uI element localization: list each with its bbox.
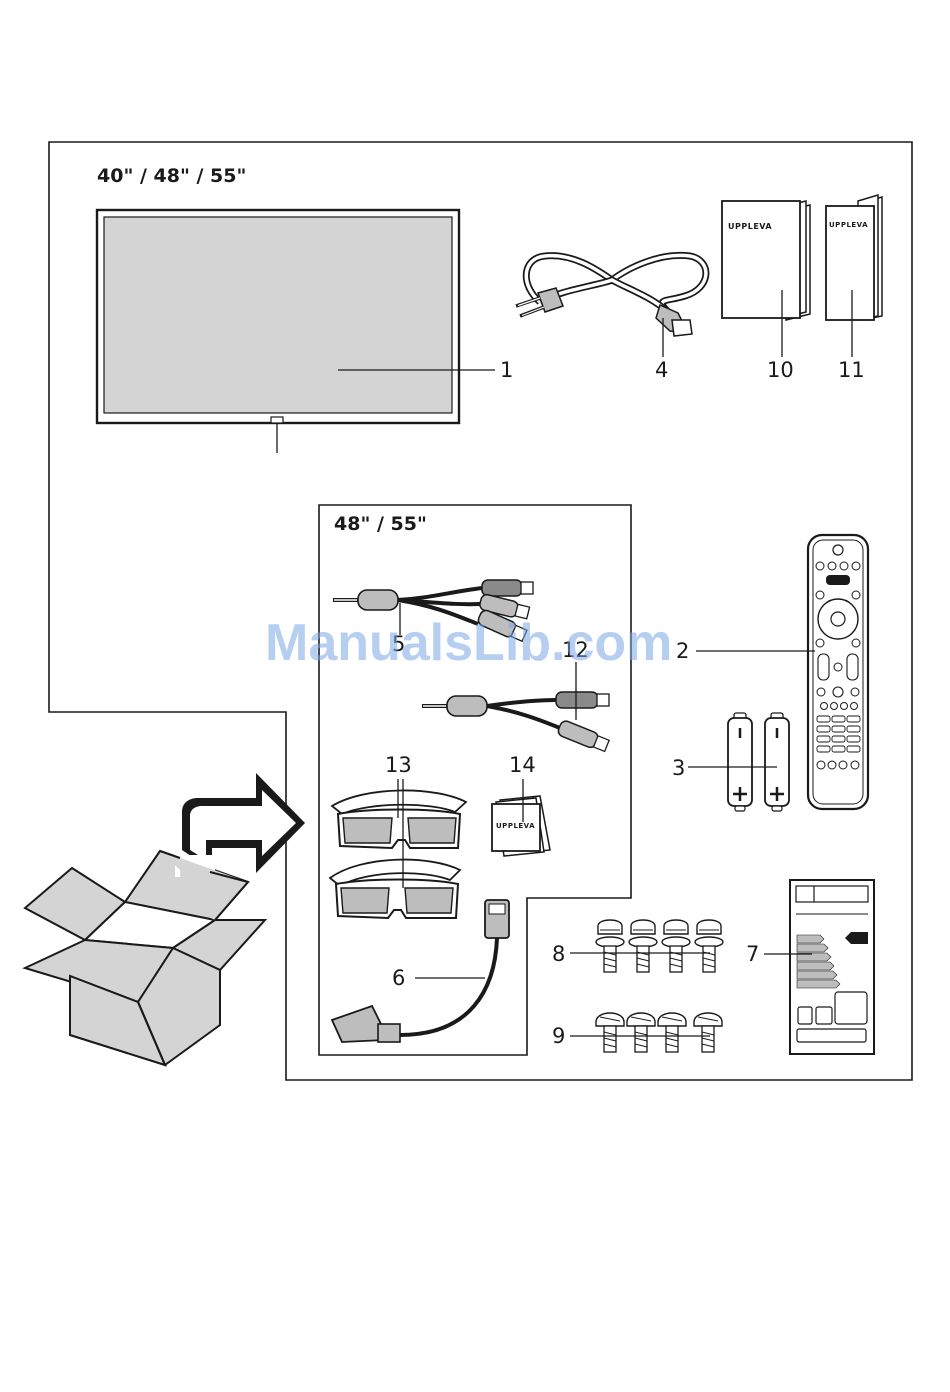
callout-3: 3 [672,756,685,780]
glasses-leaflet: UPPLEVA [492,779,550,856]
glasses-3d-lower [330,860,460,918]
sub-size-heading: 48" / 55" [334,513,427,535]
energy-label [790,880,874,1054]
callout-11: 11 [838,358,865,382]
glasses-3d-upper [332,790,466,848]
svg-text:UPPLEVA: UPPLEVA [496,822,535,830]
tv-illustration [97,210,459,453]
manual-large: UPPLEVA [722,201,810,357]
svg-text:UPPLEVA: UPPLEVA [829,221,868,229]
callout-6: 6 [392,966,405,990]
callout-13: 13 [385,753,412,777]
callout-7: 7 [746,942,759,966]
callout-14: 14 [509,753,536,777]
callout-9: 9 [552,1024,565,1048]
callout-4: 4 [655,358,668,382]
callout-8: 8 [552,942,565,966]
callout-1: 1 [500,358,513,382]
main-size-heading: 40" / 48" / 55" [97,165,246,187]
open-box-icon [25,773,305,1065]
screws [596,1013,722,1052]
screws-with-washers [596,920,723,972]
batteries [728,713,789,811]
watermark: ManualsLib.com [265,614,672,672]
manual-small: UPPLEVA [826,195,882,357]
power-cord [516,255,706,336]
remote-control [808,535,868,809]
svg-text:UPPLEVA: UPPLEVA [728,222,772,231]
component-adapter-cable [422,662,610,753]
callout-10: 10 [767,358,794,382]
scart-adapter [332,900,509,1042]
callout-2: 2 [676,639,689,663]
